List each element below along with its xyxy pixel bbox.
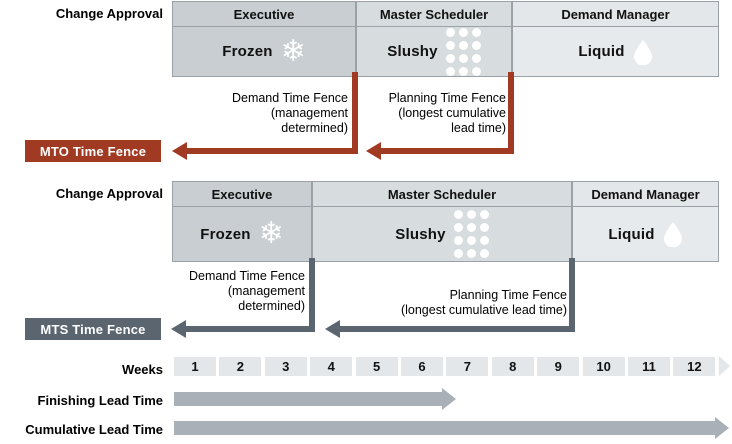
snowflake-icon: ❄	[280, 33, 306, 69]
mts-demand-fence-vline	[309, 258, 315, 332]
cumulative-lead-time-bar	[174, 421, 715, 435]
cumulative-lead-time-label: Cumulative Lead Time	[25, 422, 163, 437]
mto-planning-fence-arrowhead	[366, 142, 381, 160]
mto-demand-fence-arrowhead	[172, 142, 187, 160]
mto-state-liquid-label: Liquid	[578, 43, 625, 60]
change-approval-label-mts: Change Approval	[55, 186, 163, 201]
week-cell-3[interactable]: 3	[264, 357, 307, 376]
mto-planning-fence-hline	[380, 148, 512, 154]
mto-state-liquid: Liquid	[512, 27, 719, 77]
weeks-arrow-icon	[719, 356, 730, 376]
mto-demand-fence-line2: (management	[270, 106, 348, 120]
mto-planning-fence-vline	[508, 72, 514, 154]
mts-state-liquid: Liquid	[572, 207, 719, 262]
week-cell-1[interactable]: 1	[174, 357, 216, 376]
week-cell-8[interactable]: 8	[491, 357, 534, 376]
mto-planning-fence-line2: (longest cumulative	[398, 106, 506, 120]
mts-demand-fence-line1: Demand Time Fence	[188, 269, 305, 283]
mts-time-fence-badge[interactable]: MTS Time Fence	[25, 318, 161, 340]
water-drop-icon	[633, 39, 653, 65]
change-approval-label-mto: Change Approval	[55, 6, 163, 21]
mto-demand-fence-caption: Demand Time Fence (management determined…	[190, 91, 348, 136]
mts-planning-fence-arrowhead	[325, 320, 340, 338]
mto-demand-fence-hline	[186, 148, 354, 154]
finishing-lead-time-arrowhead	[442, 388, 456, 410]
mto-demand-fence-line1: Demand Time Fence	[231, 91, 348, 105]
mts-state-liquid-label: Liquid	[608, 225, 655, 243]
mto-header-master-scheduler: Master Scheduler	[356, 1, 512, 27]
mts-planning-fence-vline	[569, 258, 575, 332]
mto-demand-fence-vline	[352, 72, 358, 154]
mts-demand-fence-caption: Demand Time Fence (management determined…	[148, 269, 305, 314]
weeks-label: Weeks	[122, 362, 163, 377]
mts-planning-fence-hline	[340, 326, 573, 332]
mto-header-demand-manager: Demand Manager	[512, 1, 719, 27]
mto-state-slushy: Slushy	[356, 27, 512, 77]
week-cell-5[interactable]: 5	[355, 357, 398, 376]
mto-state-frozen: Frozen ❄	[172, 27, 356, 77]
week-cell-10[interactable]: 10	[582, 357, 625, 376]
week-cell-7[interactable]: 7	[446, 357, 489, 376]
week-cell-11[interactable]: 11	[628, 357, 670, 376]
week-cell-4[interactable]: 4	[310, 357, 353, 376]
mts-demand-fence-arrowhead	[171, 320, 186, 338]
week-cell-9[interactable]: 9	[537, 357, 580, 376]
mts-demand-fence-line3: determined)	[238, 299, 305, 313]
mts-demand-fence-line2: (management	[227, 284, 305, 298]
mts-state-slushy: Slushy	[312, 207, 572, 262]
mts-header-master-scheduler: Master Scheduler	[312, 181, 572, 207]
mto-planning-fence-caption: Planning Time Fence (longest cumulative …	[364, 91, 506, 136]
snowflake-icon: ❄	[258, 216, 284, 251]
mto-header-executive: Executive	[172, 1, 356, 27]
mts-header-executive: Executive	[172, 181, 312, 207]
mts-planning-fence-caption: Planning Time Fence (longest cumulative …	[345, 288, 567, 318]
mts-planning-fence-line1: Planning Time Fence	[449, 288, 567, 302]
mts-header-demand-manager: Demand Manager	[572, 181, 719, 207]
water-drop-icon	[663, 221, 683, 247]
mts-planning-fence-line2: (longest cumulative lead time)	[400, 303, 567, 317]
week-cell-12[interactable]: 12	[673, 357, 716, 376]
mto-demand-fence-line3: determined)	[281, 121, 348, 135]
mto-time-fence-badge[interactable]: MTO Time Fence	[25, 140, 161, 162]
mts-state-frozen-label: Frozen	[200, 225, 251, 243]
slush-dots-icon	[453, 210, 489, 258]
mts-state-slushy-label: Slushy	[395, 225, 446, 243]
mto-state-slushy-label: Slushy	[387, 43, 438, 60]
mto-planning-fence-line1: Planning Time Fence	[388, 91, 506, 105]
finishing-lead-time-label: Finishing Lead Time	[37, 393, 163, 408]
mts-demand-fence-hline	[186, 326, 311, 332]
finishing-lead-time-bar	[174, 392, 442, 406]
week-cell-2[interactable]: 2	[219, 357, 262, 376]
week-cell-6[interactable]: 6	[401, 357, 443, 376]
slush-dots-icon	[445, 27, 481, 76]
mts-state-frozen: Frozen ❄	[172, 207, 312, 262]
mto-planning-fence-line3: lead time)	[451, 121, 506, 135]
cumulative-lead-time-arrowhead	[715, 417, 729, 439]
mto-state-frozen-label: Frozen	[222, 43, 273, 60]
